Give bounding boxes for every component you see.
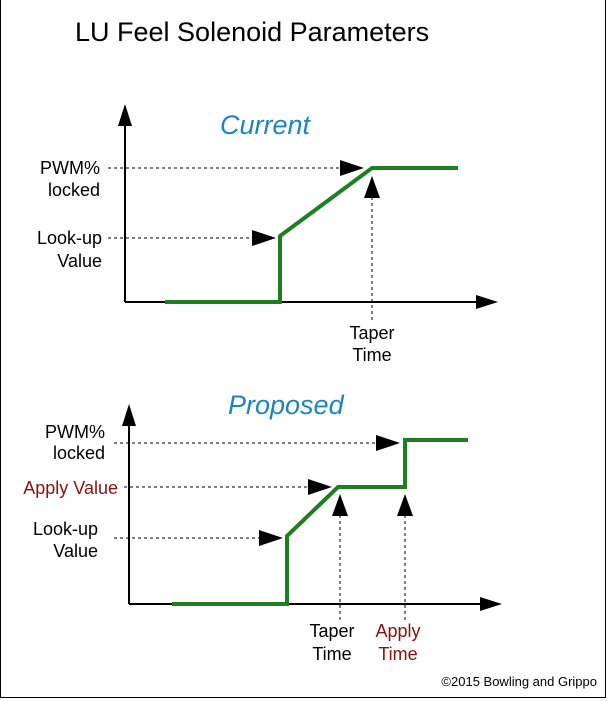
proposed-apply-time-label-1: Apply — [375, 621, 420, 641]
current-lookup-label-2: Value — [57, 251, 102, 271]
copyright-notice: ©2015 Bowling and Grippo — [441, 674, 597, 689]
proposed-apply-value-label: Apply Value — [23, 478, 118, 498]
proposed-heading: Proposed — [228, 390, 345, 420]
diagram-title: LU Feel Solenoid Parameters — [75, 17, 429, 47]
proposed-apply-time-guide-arrow — [397, 494, 413, 516]
proposed-x-axis-arrow — [480, 597, 502, 611]
proposed-apply-guide-arrow — [308, 479, 332, 495]
proposed-lookup-guide-arrow — [259, 530, 283, 546]
proposed-taper-label-1: Taper — [309, 621, 354, 641]
proposed-taper-label-2: Time — [312, 644, 351, 664]
proposed-pwm-label-2: locked — [53, 443, 105, 463]
proposed-y-axis-arrow — [122, 404, 136, 426]
current-pwm-curve — [165, 166, 458, 304]
current-pwm-label-1: PWM% — [40, 158, 100, 178]
proposed-apply-time-label-2: Time — [378, 644, 417, 664]
current-pwm-label-2: locked — [48, 180, 100, 200]
current-taper-label-1: Taper — [349, 323, 394, 343]
current-taper-guide-arrow — [364, 176, 380, 198]
proposed-pwm-label-1: PWM% — [45, 422, 105, 442]
current-heading: Current — [220, 110, 312, 140]
current-lookup-label-1: Look-up — [37, 228, 102, 248]
proposed-panel: Proposed PWM% locked Apply Value Look-up… — [23, 390, 502, 664]
current-panel: Current PWM% locked Look-up Value Taper … — [37, 104, 498, 365]
current-taper-label-2: Time — [352, 345, 391, 365]
current-lookup-guide-arrow — [252, 230, 276, 246]
proposed-pwm-curve — [172, 438, 468, 606]
proposed-lookup-label-1: Look-up — [33, 519, 98, 539]
current-x-axis-arrow — [476, 295, 498, 309]
proposed-pwm-guide-arrow — [376, 435, 400, 451]
proposed-lookup-label-2: Value — [53, 541, 98, 561]
current-y-axis-arrow — [118, 104, 132, 126]
current-pwm-guide-arrow — [340, 160, 364, 176]
proposed-taper-guide-arrow — [332, 494, 348, 516]
